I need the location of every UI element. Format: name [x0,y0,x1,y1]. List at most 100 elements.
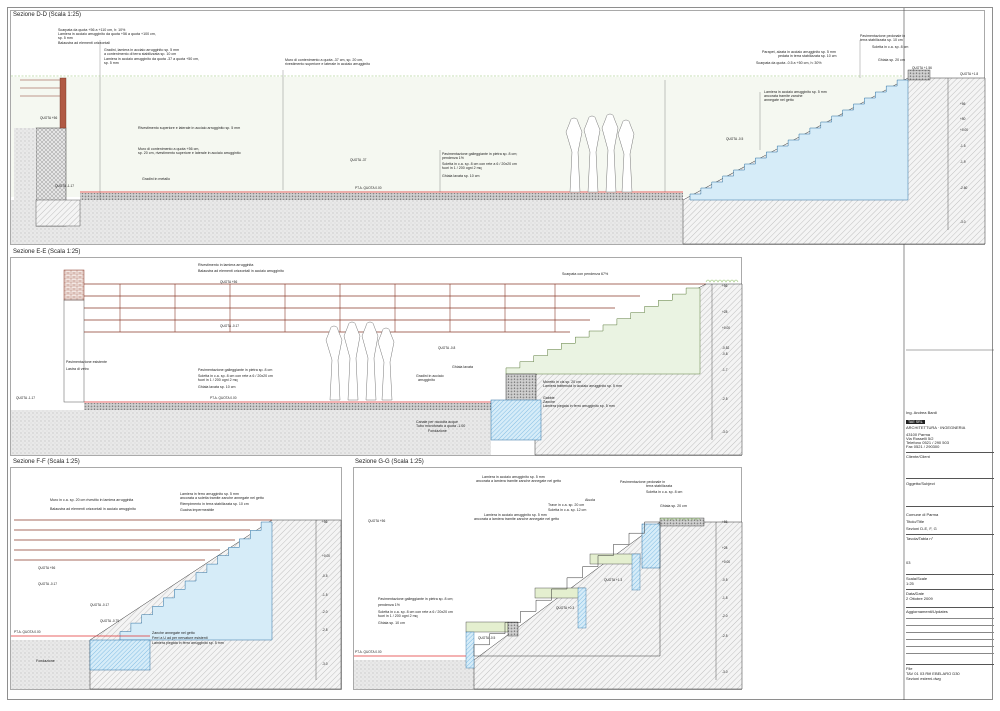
ff-note: Zanche annegate nel getto [152,631,195,635]
dd-note: Gradini, lamiera in acciaio arrugginito … [104,48,180,52]
dd-note: sp. 5 mm [58,36,73,40]
gg-elevation: -2.5 [722,634,728,638]
ee-note: Canale per raccolta acque [416,420,458,424]
ee-elevation: -1.7 [722,368,728,372]
section-gg-embankment [473,521,743,690]
section-dd-soil [11,200,683,244]
dd-elevation: QUOTA -1.17 [55,184,75,188]
section-ee-soil [11,410,491,455]
tb-firm-tag-text: TAE SRL [906,420,925,424]
ee-elevation: QUOTA -1.17 [16,396,36,400]
tb-client-label: Cliente/Client [906,454,930,459]
dd-note: Parapet, alzata in acciaio arrugginito s… [762,50,836,54]
section-ee-people [325,321,395,401]
dd-note: sp. 5 mm [104,61,119,65]
dd-elevation: QUOTA +1.56 [912,66,932,70]
gg-note: Soletta in c.a. sp. 12 cm [548,508,587,512]
tb-title-value: Sezioni D-E, F, G [906,526,937,531]
gg-elevation: +56 [722,520,728,524]
section-ee-gravel [84,403,491,410]
gg-note: ancorata a lamiera tramite zanche annega… [474,517,560,521]
gg-elevation: +28 [722,546,728,550]
gg-note: Lamiera in acciaio arrugginito sp. 5 mm [484,513,547,517]
tb-rule [906,589,994,590]
dd-elevation: QUOTA +56 [40,116,58,120]
ee-note: Fondazione [428,429,447,433]
ff-elevation: QUOTA -0.17 [90,603,110,607]
ee-note: Scarpata con pendenza 67% [562,272,609,276]
ff-elevation: -3.0 [322,662,328,666]
dd-elevation: PT.A. QUOTA 0.00 [355,186,382,190]
ee-note: Lamiera piegata in ferro arrugginito sp.… [543,404,615,408]
ee-note: Pavimentazione galleggiante in pietra sp… [198,368,273,372]
ee-elevation: -2.5 [722,397,728,401]
gg-elevation: QUOTA +1.3 [604,578,623,582]
ff-note: Lamiera in ferro arrugginito sp. 5 mm [180,492,239,496]
tb-rule [906,506,994,507]
section-dd-rails [20,79,60,97]
gg-note: Soletta in c.a. sp. 8 cm [646,490,683,494]
section-ee-stairs [505,287,701,375]
section-ee-channel [490,399,542,441]
tb-rule [906,607,994,608]
ff-note: Lamiera piegata in ferro arrugginito sp.… [152,641,224,645]
section-dd-balustrade [59,77,67,129]
tb-address-line: 43100 Parma [906,432,931,437]
section-dd-stairs [689,79,909,201]
ee-elevation: QUOTA -0.17 [220,324,240,328]
dd-elevation: QUOTA +1.8 [960,72,979,76]
gg-note: Soletta in c.a. sp. 8 cm con rete a 6 / … [378,610,453,614]
tb-revision-row [906,653,994,654]
ff-elevation: +0.00 [322,554,331,558]
section-gg-soil [354,660,474,689]
tb-revision-row [906,646,994,647]
dd-note: annegate nel getto [764,98,794,102]
section-dd-gravel [80,193,683,200]
dd-elevation: QUOTA -37 [350,158,367,162]
dd-elevation: +56 [960,102,966,106]
gg-elevation: PT.A. QUOTA 0.00 [355,650,382,654]
gg-note: Ghiaia sp. 10 cm [378,621,405,625]
tb-revision-row [906,632,994,633]
gg-elevation: -3.0 [722,670,728,674]
dd-note: rivestimento superiore e laterale in acc… [285,62,371,66]
tb-file-value-2: Sezioni esterni.dwg [906,676,941,681]
gg-note: Pavimentazione pedonale in [620,480,666,484]
ee-elevation: -0.8 [722,352,728,356]
tb-revision-row [906,625,994,626]
gg-note: Aiuola [585,498,595,502]
section-dd-left-soil [14,128,36,226]
dd-elevation: -1.5 [960,144,966,148]
ff-elevation: QUOTA +56 [38,566,56,570]
gg-elevation: +0.00 [722,560,731,564]
tb-firm: Ing. Andrea Bardi [906,410,937,415]
tb-firm-sub: ARCHITETTURA · INGEGNERIA [906,425,966,430]
section-ee-posts [119,284,556,332]
dd-note: terra stabilizzata sp. 10 cm [860,38,903,42]
ff-elevation: -1.5 [322,593,328,597]
ee-note: Rivestimento in lamiera arrugginita [198,263,254,267]
ff-elevation: PT.A. QUOTA 0.00 [14,630,41,634]
gg-note: Ghiaia sp. 20 cm [660,504,687,508]
tb-file-value: TAV 01 03 Rifi EBELARO D30 [906,671,960,676]
dd-note: ancorata tramite zanche [764,94,803,98]
ee-note: Soletta in c.a. sp. 8 cm con rete a 6 / … [198,374,273,378]
ee-note: Lamiera trattenuta in acciaio arrugginit… [543,384,622,388]
ee-elevation: +0.00 [722,326,731,330]
dd-note: pedata in terra stabilizzata sp. 10 cm [778,54,837,58]
ee-note: Lastra di vetro [66,367,89,371]
dd-note: Balaustra ad elementi orizzontali [58,41,110,45]
ee-elevation: QUOTA +56 [220,280,238,284]
ff-note: Fondazione [36,659,55,663]
ee-note: Balaustra ad elementi orizzontali in acc… [198,269,284,273]
dd-note: Scarpata da quota -0.5 a +50 cm, h: 30% [756,61,822,65]
tb-file-label: File [906,666,913,671]
dd-elevation: +0.00 [960,128,969,132]
section-gg-grass [659,517,701,521]
ee-elevation: -0.52 [722,346,730,350]
ee-elevation: QUOTA -0.8 [438,346,456,350]
dd-elevation: +50 [960,117,966,121]
tb-sheet-label: Tavola/Tabla n° [906,536,934,541]
ff-elevation: -2.5 [322,628,328,632]
section-ff-frame [10,467,342,690]
